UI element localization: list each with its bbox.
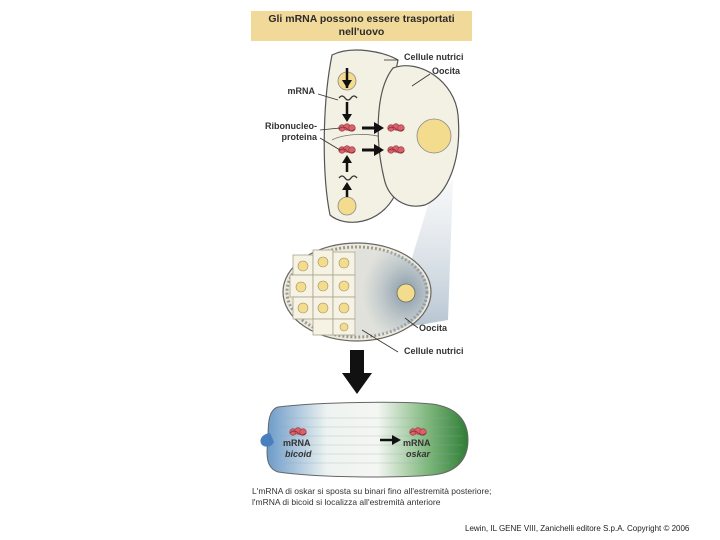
nurse-nucleus-bottom xyxy=(337,196,357,216)
rnp-left-bottom xyxy=(338,145,356,154)
label-oskar-mrna: mRNA xyxy=(403,438,431,448)
big-arrow-shaft xyxy=(350,350,364,374)
label-nurse-cells-top: Cellule nutrici xyxy=(404,52,464,62)
big-arrow-head xyxy=(342,373,372,394)
rnp-right-top xyxy=(387,123,405,132)
label-bicoid-name: bicoid xyxy=(285,449,312,459)
label-bicoid-mrna: mRNA xyxy=(283,438,311,448)
label-mrna: mRNA xyxy=(287,86,315,96)
nurse-cell-grid xyxy=(289,249,356,336)
rnp-right-bottom xyxy=(387,145,405,154)
label-ribonucleo-line1: Ribonucleo- xyxy=(265,121,317,131)
label-oskar-name: oskar xyxy=(406,449,431,459)
anterior-cap xyxy=(260,433,274,447)
figure-title: Gli mRNA possono essere trasportati nell… xyxy=(251,11,472,41)
mrna-wave-top xyxy=(338,95,358,101)
oocyte-nucleus xyxy=(416,118,452,154)
oocyte-shaded xyxy=(355,249,428,336)
caption: L'mRNA di oskar si sposta su binari fino… xyxy=(252,486,492,507)
rnp-oskar xyxy=(409,427,427,436)
copyright-credit: Lewin, IL GENE VIII, Zanichelli editore … xyxy=(465,524,690,533)
label-nurse-cells-bottom: Cellule nutrici xyxy=(404,346,464,356)
label-oocyte-top: Oocita xyxy=(432,66,461,76)
rnp-bicoid xyxy=(289,427,307,436)
rnp-left-top xyxy=(338,123,356,132)
nurse-cell-nuclei xyxy=(295,256,350,332)
oocyte-nucleus-chamber xyxy=(396,283,416,303)
mrna-wave-bottom xyxy=(338,175,358,181)
microtubule-tracks xyxy=(280,417,463,464)
label-ribonucleo-line2: proteina xyxy=(281,132,317,142)
label-oocyte-bottom: Oocita xyxy=(419,323,448,333)
